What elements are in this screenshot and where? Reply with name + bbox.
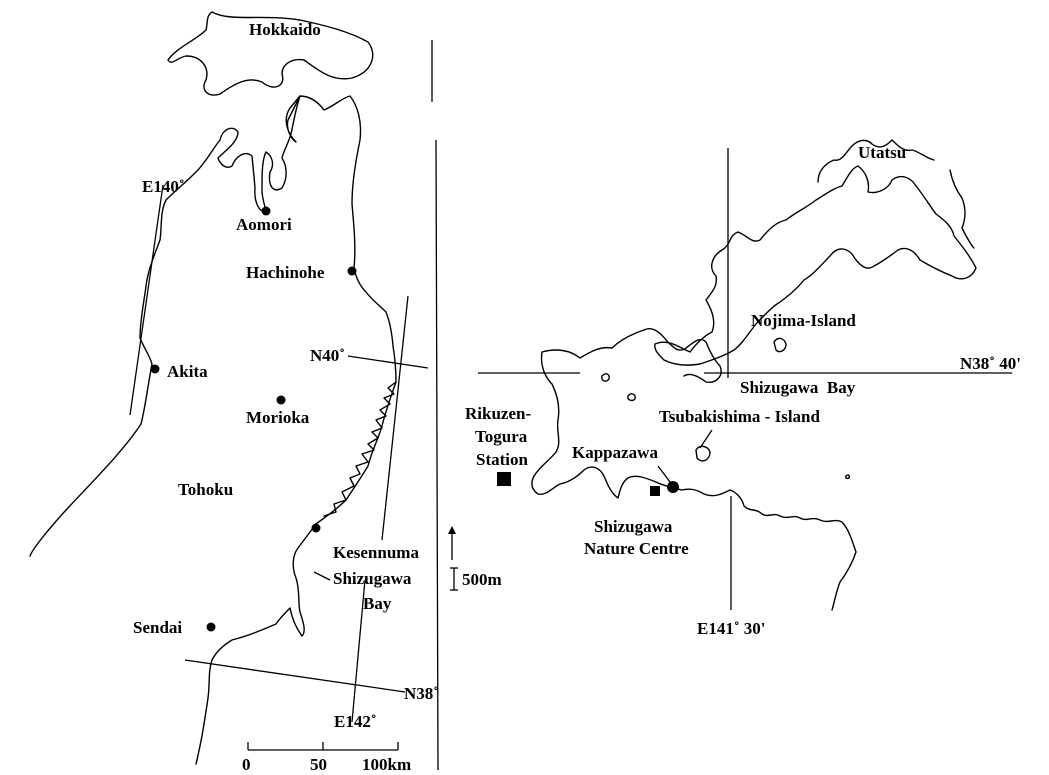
sanriku-coast-detail: [323, 381, 397, 517]
n38-label: N38˚: [404, 684, 439, 703]
aomori-dot: [261, 206, 271, 216]
bay-inner-islet: [601, 373, 610, 382]
tsubakishima-island-shape: [695, 445, 711, 462]
e141-30-label: E141˚ 30': [697, 619, 765, 638]
inset-scale: 500m: [448, 526, 502, 591]
nature-centre-marker: [650, 486, 660, 496]
rikuzen-togura-station-marker: [497, 472, 511, 486]
scale-tick-0: 0: [242, 755, 251, 774]
kappazawa-leader-line: [657, 465, 671, 483]
morioka-label: Morioka: [246, 408, 310, 427]
hokkaido-coastline: [167, 11, 374, 96]
meridian-e142-upper-line: [381, 295, 409, 541]
scale-tick-100: 100km: [362, 755, 411, 774]
morioka-dot: [276, 395, 286, 405]
tohoku-label: Tohoku: [178, 480, 233, 499]
utatsu-east-edge: [949, 169, 975, 249]
meridian-e140-line: [129, 184, 164, 416]
nature-centre-label-line2: Nature Centre: [584, 539, 689, 558]
panel-separator-lower: [435, 139, 439, 771]
shizugawa-leader-line: [313, 571, 331, 581]
akita-label: Akita: [167, 362, 208, 381]
hokkaido-label: Hokkaido: [249, 20, 321, 39]
akita-dot: [150, 364, 160, 374]
kappazawa-label: Kappazawa: [572, 443, 658, 462]
station-label-line1: Rikuzen-: [465, 404, 531, 423]
north-arrow-icon: [448, 526, 456, 534]
shizugawa-bay-label-line2: Bay: [363, 594, 392, 613]
bay-inner-islet-2: [627, 393, 636, 402]
tsubakishima-island-label: Tsubakishima - Island: [659, 407, 821, 426]
kappazawa-dot: [667, 481, 679, 493]
utatsu-label: Utatsu: [858, 143, 906, 162]
scale-tick-50: 50: [310, 755, 327, 774]
parallel-n38-line: [184, 659, 406, 693]
southern-coastline: [531, 328, 857, 611]
station-label-line2: Togura: [475, 427, 528, 446]
hachinohe-dot: [347, 266, 357, 276]
n40-label: N40˚: [310, 346, 345, 365]
n38-40-label: N38˚ 40': [960, 354, 1021, 373]
parallel-n40-line: [347, 355, 429, 369]
inset-scale-label: 500m: [462, 570, 502, 589]
sendai-label: Sendai: [133, 618, 182, 637]
nojima-island-shape: [773, 337, 787, 353]
e140-label: E140˚: [142, 177, 185, 196]
meridian-e142-lower-line: [351, 579, 366, 723]
e142-label: E142˚: [334, 712, 377, 731]
shizugawa-bay-label: Shizugawa Bay: [740, 378, 856, 397]
shizugawa-bay-label-line1: Shizugawa: [333, 569, 412, 588]
hachinohe-label: Hachinohe: [246, 263, 325, 282]
nojima-island-label: Nojima-Island: [751, 311, 856, 330]
left-map: Hokkaido E140˚ Aomori Hachinohe N40˚ Aki…: [29, 11, 439, 774]
aomori-label: Aomori: [236, 215, 292, 234]
kesennuma-dot: [311, 523, 321, 533]
sendai-dot: [206, 622, 216, 632]
right-map: Utatsu Nojima-Island N38˚ 40' Shizugawa …: [465, 139, 1021, 638]
tsubakishima-leader-line: [699, 429, 713, 449]
utatsu-north-edge: [817, 139, 935, 183]
station-label-line3: Station: [476, 450, 529, 469]
nature-centre-label-line1: Shizugawa: [594, 517, 673, 536]
utatsu-coastline: [654, 165, 977, 366]
km-scale-bar: 0 50 100km: [242, 742, 411, 774]
small-islet-shape: [845, 474, 850, 480]
kesennuma-label: Kesennuma: [333, 543, 419, 562]
